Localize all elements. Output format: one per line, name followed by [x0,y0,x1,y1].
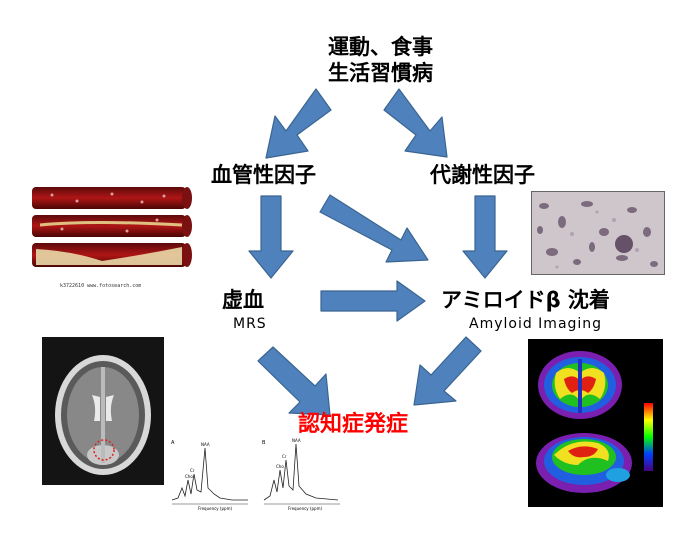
lifestyle-node: 運動、食事 生活習慣病 [328,34,433,86]
cr-peak-label-b: Cr [282,454,287,459]
arrow-ischemia-to-amyloid [320,280,426,322]
spectrum-axis-b: Frequency (ppm) [288,506,323,511]
cho-peak-label-b: Cho [276,464,284,469]
pet-colorbar [644,403,653,471]
brain-mri-image [42,337,164,485]
arrow-vascular-to-ischemia [248,195,294,279]
spectrum-label-a: A [171,440,175,446]
ischemia-label: 虚血 [222,288,264,312]
cr-peak-label-a: Cr [190,468,195,473]
naa-peak-label-a: NAA [201,442,210,447]
amyloid-imaging-label: Amyloid Imaging [469,316,603,332]
arrow-ischemia-to-outcome [257,346,331,416]
arrow-lifestyle-to-metabolic [383,88,448,158]
spectrum-axis-a: Frequency (ppm) [198,506,233,511]
ischemia-method-label: MRS [233,316,267,332]
arrow-metabolic-to-amyloid [462,195,508,279]
lifestyle-line-2: 生活習慣病 [328,61,433,85]
vascular-factor-label: 血管性因子 [211,163,316,187]
spectrum-label-b: B [262,440,266,446]
amyloid-deposition-label: アミロイドβ 沈着 [441,288,610,312]
cho-peak-label-a: Cho [185,474,193,479]
lifestyle-line-1: 運動、食事 [328,35,433,59]
arrow-vascular-to-amyloid [319,194,429,263]
naa-peak-label-b: NAA [292,438,301,443]
arrow-amyloid-to-outcome [413,336,482,406]
mrs-spectrum-chart: A B NAA NAA Cr Cr Cho Cho Frequency (ppm… [168,430,360,512]
blood-vessel-illustration: k3722610 www.fotosearch.com [32,185,192,293]
dementia-onset-label: 認知症発症 [298,412,409,437]
metabolic-factor-label: 代謝性因子 [430,163,535,187]
amyloid-pet-image [528,339,663,507]
vessel-caption: k3722610 www.fotosearch.com [60,283,142,289]
arrow-lifestyle-to-vascular [265,88,332,159]
histology-micrograph [531,191,665,275]
